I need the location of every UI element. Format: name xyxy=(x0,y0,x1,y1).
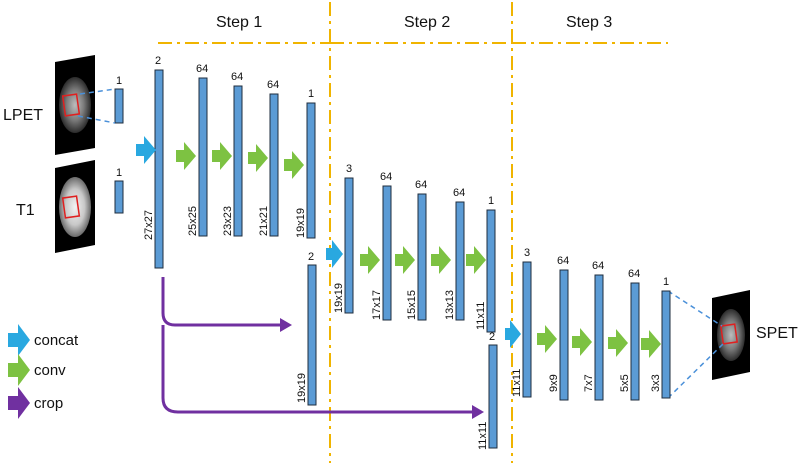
crop-arrow-icon xyxy=(280,318,292,332)
legend: concat conv crop xyxy=(8,324,79,419)
step1-size-2: 25x25 xyxy=(187,206,199,236)
step2-channel-3: 64 xyxy=(415,179,427,191)
step3-layer-3 xyxy=(594,274,604,401)
step1-crop-size: 19x19 xyxy=(296,373,308,403)
step3-layer-1 xyxy=(522,261,532,398)
step1-channel-2: 64 xyxy=(196,63,208,75)
t1-patch-channel: 1 xyxy=(116,167,122,179)
step1-crop-layer xyxy=(307,264,317,406)
step3-layer-2 xyxy=(559,269,569,401)
conv-arrow-icon xyxy=(176,142,196,170)
step3-layers: 3 64 64 64 1 11x11 9x9 7x7 5x5 3x3 xyxy=(511,247,671,401)
step3-channel-4: 64 xyxy=(628,268,640,280)
step3-size-3: 7x7 xyxy=(583,374,595,392)
concat-arrow-icon xyxy=(326,240,343,268)
conv-arrow-icon xyxy=(212,142,232,170)
step1-channel-3: 64 xyxy=(231,71,243,83)
conv-arrow-icon xyxy=(608,329,628,357)
step1-size-4: 21x21 xyxy=(258,206,270,236)
spet-projection-bottom xyxy=(667,341,726,399)
step-2-title: Step 2 xyxy=(404,14,450,31)
conv-arrow-icon xyxy=(572,328,592,356)
step2-crop-channel: 2 xyxy=(489,331,495,343)
lpet-patch xyxy=(114,88,124,124)
step2-crop-layer xyxy=(488,344,498,449)
t1-image xyxy=(55,160,95,253)
step1-layer-4 xyxy=(269,93,279,237)
lpet-projection-top xyxy=(79,88,116,95)
step3-channel-3: 64 xyxy=(592,260,604,272)
step2-channel-5: 1 xyxy=(488,195,494,207)
crop-connector-2 xyxy=(161,325,474,414)
step3-size-4: 5x5 xyxy=(619,374,631,392)
spet-image xyxy=(712,290,750,380)
step1-channel-5: 1 xyxy=(308,88,314,100)
step3-channel-2: 64 xyxy=(557,255,569,267)
spet-projection-top xyxy=(667,290,723,327)
crop-arrow-icon xyxy=(472,405,484,419)
step1-size-5: 19x19 xyxy=(295,208,307,238)
step1-crop-channel: 2 xyxy=(308,251,314,263)
legend-conv-label: conv xyxy=(34,362,66,379)
step1-layer-2 xyxy=(198,77,208,237)
concat-arrow-icon xyxy=(505,320,521,348)
step3-size-1: 11x11 xyxy=(511,369,523,397)
conv-arrow-icon xyxy=(641,330,661,358)
step2-layers: 3 64 64 64 1 19x19 17x17 15x15 13x13 11x… xyxy=(333,163,498,450)
legend-concat-icon xyxy=(8,324,30,356)
step2-size-5: 11x11 xyxy=(475,302,487,330)
step3-size-2: 9x9 xyxy=(548,374,560,392)
conv-arrow-icon xyxy=(466,246,486,274)
step2-layer-3 xyxy=(417,193,427,321)
step2-crop-size: 11x11 xyxy=(477,422,489,450)
legend-concat-label: concat xyxy=(34,332,79,349)
t1-patch xyxy=(114,180,124,214)
step2-size-4: 13x13 xyxy=(444,290,456,320)
step2-layer-2 xyxy=(382,185,392,321)
step1-layer-3 xyxy=(233,85,243,237)
step2-layer-5 xyxy=(486,209,496,333)
step3-layer-4 xyxy=(630,282,640,401)
step1-channel-4: 64 xyxy=(267,79,279,91)
lpet-patch-channel: 1 xyxy=(116,75,122,87)
step2-layer-4 xyxy=(455,201,465,321)
step2-channel-1: 3 xyxy=(346,163,352,175)
lpet-label: LPET xyxy=(3,107,43,124)
crop-connector-1 xyxy=(161,277,282,327)
step2-layer-1 xyxy=(344,177,354,314)
step2-size-1: 19x19 xyxy=(333,283,345,313)
lpet-projection-bottom xyxy=(77,115,116,124)
step2-size-2: 17x17 xyxy=(371,290,383,320)
concat-arrow-icon xyxy=(136,136,156,164)
step1-size-3: 23x23 xyxy=(222,206,234,236)
legend-conv-icon xyxy=(8,354,30,386)
step2-channel-4: 64 xyxy=(453,187,465,199)
step3-channel-5: 1 xyxy=(663,276,669,288)
legend-crop-label: crop xyxy=(34,395,63,412)
step1-layer-1 xyxy=(154,69,164,269)
step1-channel-1: 2 xyxy=(155,55,161,67)
step3-size-5: 3x3 xyxy=(650,374,662,392)
step-1-title: Step 1 xyxy=(216,14,262,31)
conv-arrow-icon xyxy=(395,246,415,274)
conv-arrow-icon xyxy=(431,246,451,274)
conv-arrow-icon xyxy=(360,246,380,274)
conv-arrow-icon xyxy=(537,325,557,353)
step2-channel-2: 64 xyxy=(380,171,392,183)
step1-size-1: 27x27 xyxy=(143,210,155,240)
conv-arrow-icon xyxy=(284,151,304,179)
step3-layer-5 xyxy=(661,290,671,399)
spet-label: SPET xyxy=(756,325,798,342)
step1-layer-5 xyxy=(306,102,316,239)
step3-channel-1: 3 xyxy=(524,247,530,259)
conv-arrow-icon xyxy=(248,144,268,172)
legend-crop-icon xyxy=(8,387,30,419)
step2-size-3: 15x15 xyxy=(406,290,418,320)
lpet-image xyxy=(55,55,95,155)
step1-layers: 2 64 64 64 1 27x27 25x25 23x23 21x21 19x… xyxy=(143,55,317,406)
step-3-title: Step 3 xyxy=(566,14,612,31)
t1-label: T1 xyxy=(16,202,35,219)
